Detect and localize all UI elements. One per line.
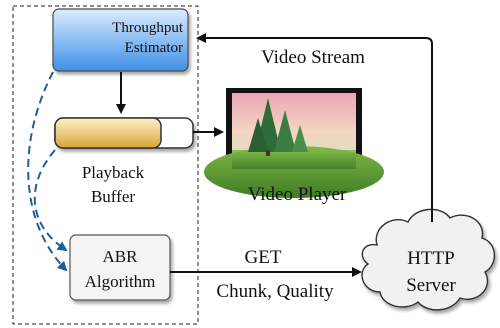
video-player-label: Video Player bbox=[248, 184, 347, 205]
estimator-to-abr-dashed-arrow bbox=[27, 71, 68, 272]
video-stream-label: Video Stream bbox=[261, 47, 365, 68]
abr-algorithm-label-1: ABR bbox=[103, 247, 139, 266]
http-server-label-2: Server bbox=[406, 275, 456, 296]
playback-buffer-label-2: Buffer bbox=[91, 187, 135, 206]
playback-buffer-label-1: Playback bbox=[82, 163, 145, 182]
throughput-estimator-label-1: Throughput bbox=[112, 20, 184, 36]
video-stream-arrow bbox=[196, 33, 433, 222]
throughput-estimator-label-2: Estimator bbox=[125, 40, 183, 56]
chunk-quality-label: Chunk, Quality bbox=[216, 281, 334, 302]
abr-algorithm-node: ABR Algorithm bbox=[69, 234, 171, 301]
http-server-node: HTTP Server bbox=[361, 208, 496, 311]
abr-algorithm-label-2: Algorithm bbox=[85, 272, 156, 291]
throughput-estimator-node: Throughput Estimator bbox=[52, 8, 189, 72]
http-server-label-1: HTTP bbox=[407, 248, 455, 269]
buffer-to-abr-dashed-arrow bbox=[33, 149, 68, 252]
svg-text:Throughput: Throughput bbox=[112, 20, 184, 36]
playback-buffer-fill bbox=[54, 117, 162, 149]
playback-buffer-node bbox=[54, 117, 194, 149]
get-label: GET bbox=[245, 247, 282, 268]
svg-text:Estimator: Estimator bbox=[125, 40, 183, 56]
client-boundary bbox=[12, 5, 199, 325]
video-player-image bbox=[204, 88, 384, 198]
